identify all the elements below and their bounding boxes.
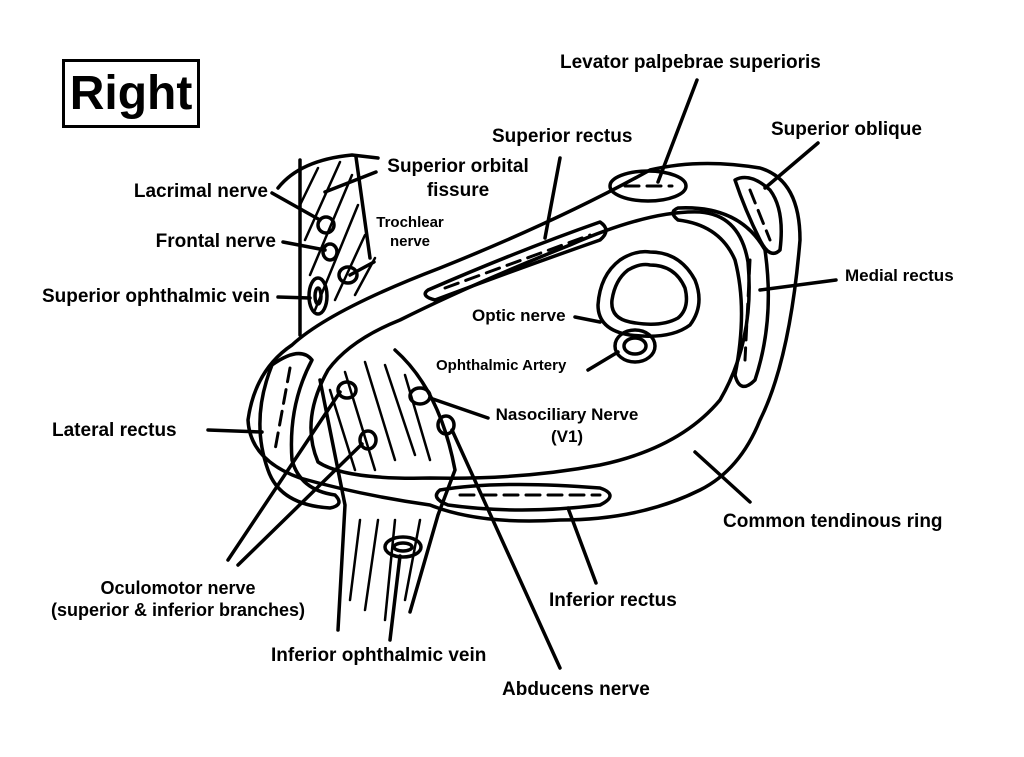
label-oculomotor-nerve-line1: Oculomotor nerve	[100, 578, 256, 598]
optic-nerve	[596, 249, 701, 338]
label-inferior-ophthalmic-vein: Inferior ophthalmic vein	[271, 645, 487, 666]
label-nasociliary-nerve-line2: (V1)	[550, 427, 584, 446]
label-superior-orbital-fissure-line1: Superior orbital	[387, 156, 529, 177]
label-levator-palpebrae: Levator palpebrae superioris	[560, 52, 821, 73]
muscle-insertions	[258, 169, 783, 512]
label-optic-nerve: Optic nerve	[472, 306, 566, 325]
label-medial-rectus: Medial rectus	[845, 266, 954, 285]
label-trochlear-nerve-line2: nerve	[389, 233, 431, 250]
superior-orbital-fissure	[276, 153, 380, 337]
label-superior-rectus: Superior rectus	[492, 126, 633, 147]
label-inferior-rectus: Inferior rectus	[549, 590, 677, 611]
label-superior-oblique: Superior oblique	[771, 119, 922, 140]
label-trochlear-nerve-line1: Trochlear	[376, 214, 444, 231]
label-common-tendinous-ring: Common tendinous ring	[723, 511, 943, 532]
label-superior-ophthalmic-vein: Superior ophthalmic vein	[41, 286, 270, 307]
label-lacrimal-nerve: Lacrimal nerve	[133, 181, 268, 202]
label-lateral-rectus: Lateral rectus	[52, 420, 177, 441]
label-frontal-nerve: Frontal nerve	[155, 231, 276, 252]
nerve-circles	[307, 215, 456, 559]
label-superior-orbital-fissure-line2: fissure	[426, 180, 490, 201]
label-ophthalmic-artery: Ophthalmic Artery	[436, 357, 567, 374]
label-oculomotor-nerve-line2: (superior & inferior branches)	[50, 600, 306, 620]
common-tendinous-ring	[246, 161, 802, 523]
label-abducens-nerve: Abducens nerve	[502, 679, 650, 700]
ophthalmic-artery	[613, 328, 657, 364]
label-nasociliary-nerve-line1: Nasociliary Nerve	[495, 405, 639, 424]
leader-lines	[206, 78, 838, 670]
side-title: Right	[62, 59, 200, 128]
